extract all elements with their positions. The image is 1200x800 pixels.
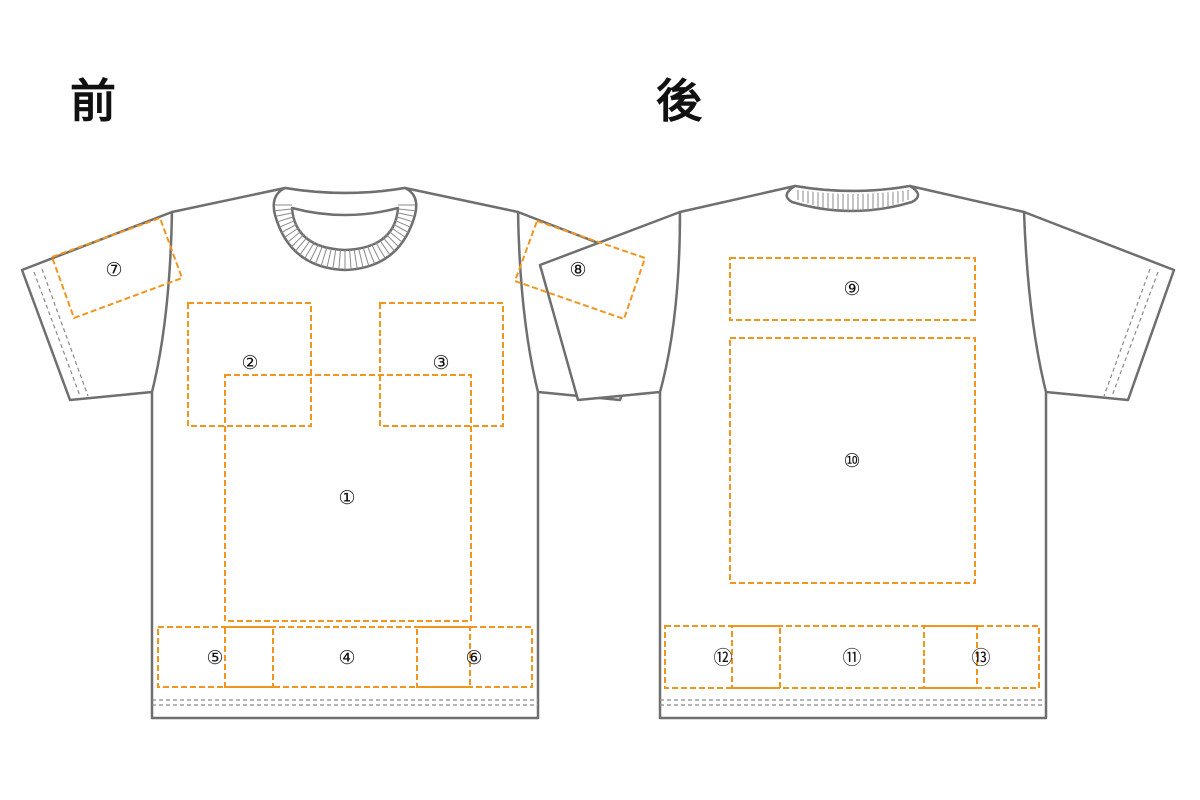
zone-8-label: ⑧ — [569, 259, 586, 281]
zone-6-rect — [416, 626, 533, 688]
rib-line — [396, 216, 413, 223]
back-stitches — [660, 268, 1159, 706]
rib-line — [388, 230, 403, 243]
back-right-sleeve — [1022, 210, 1176, 402]
rib-line — [332, 249, 337, 270]
rib-line — [366, 245, 376, 265]
front-collar-rib-lines — [275, 204, 415, 270]
rib-line — [390, 227, 406, 238]
back-collar-rib — [785, 184, 920, 213]
back-collar-rib-lines — [797, 190, 909, 212]
zone-1-label: ① — [338, 487, 355, 509]
zone-6-label: ⑥ — [465, 647, 482, 669]
rib-line — [349, 249, 352, 270]
zone-2-rect — [187, 302, 312, 427]
rib-line — [338, 249, 341, 270]
rib-line — [371, 243, 381, 262]
rib-line — [392, 223, 409, 233]
rib-line — [385, 233, 399, 248]
rib-line — [378, 239, 391, 256]
front-heading: 前 — [70, 74, 116, 128]
zone-3-rect — [379, 302, 504, 427]
zone-13-label: ⑬ — [971, 647, 990, 669]
rib-line — [279, 219, 296, 228]
rib-line — [320, 247, 328, 267]
rib-line — [304, 241, 316, 259]
zone-4-label: ④ — [338, 647, 355, 669]
rib-line — [295, 236, 308, 252]
rib-line — [277, 216, 294, 223]
zone-9-rect — [729, 257, 976, 321]
zone-4-rect — [224, 626, 471, 688]
zone-8-rect — [513, 219, 647, 321]
print-zones — [50, 216, 1040, 689]
zone-5-label: ⑤ — [206, 647, 223, 669]
rib-line — [353, 249, 358, 270]
rib-line — [326, 248, 332, 268]
zone-11-rect — [731, 625, 978, 689]
rib-line — [397, 212, 415, 217]
rib-line — [309, 243, 319, 262]
zone-12-rect — [664, 625, 781, 689]
rib-line — [358, 248, 364, 268]
rib-line — [362, 247, 370, 267]
zone-7-rect — [50, 216, 184, 320]
zone-9-label: ⑨ — [843, 278, 860, 300]
zone-13-rect — [923, 625, 1040, 689]
zone-5-rect — [157, 626, 274, 688]
zone-1-rect — [224, 374, 472, 622]
rib-line — [287, 230, 302, 243]
zone-10-label: ⑩ — [843, 450, 860, 472]
rib-line — [299, 239, 312, 256]
rib-line — [291, 233, 305, 248]
rib-line — [382, 236, 395, 252]
front-collar-inner — [290, 206, 400, 252]
rib-line — [284, 227, 300, 238]
rib-line — [275, 208, 293, 212]
rib-line — [397, 208, 415, 212]
zone-labels: ① ② ③ ④ ⑤ ⑥ ⑦ ⑧ ⑨ ⑩ ⑪ ⑫ ⑬ — [105, 259, 990, 669]
rib-line — [275, 212, 293, 217]
zone-2-label: ② — [241, 352, 258, 374]
zone-7-label: ⑦ — [105, 259, 122, 281]
zone-12-label: ⑫ — [713, 647, 732, 669]
zone-11-label: ⑪ — [842, 647, 861, 669]
back-heading: 後 — [656, 74, 702, 128]
rib-line — [281, 223, 298, 233]
zone-10-rect — [729, 337, 976, 584]
rib-line — [314, 245, 324, 265]
rib-line — [394, 219, 411, 228]
rib-line — [374, 241, 386, 259]
zone-3-label: ③ — [432, 352, 449, 374]
